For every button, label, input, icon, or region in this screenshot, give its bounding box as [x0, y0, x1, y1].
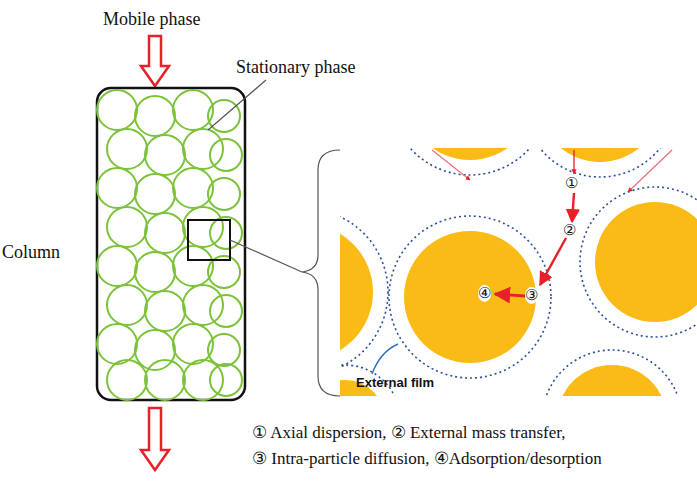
bead — [183, 285, 223, 325]
bead — [210, 139, 242, 171]
bead — [210, 217, 242, 249]
bead — [145, 360, 185, 400]
bead — [97, 324, 137, 364]
bead — [173, 90, 213, 130]
bead — [173, 168, 213, 208]
bead — [208, 178, 240, 210]
flow-arrow — [141, 36, 169, 86]
bead — [173, 324, 213, 364]
legend-text: ① Axial dispersion, ② External mass tran… — [252, 424, 566, 443]
callout-label: External film — [356, 376, 434, 390]
zoom-panel — [340, 148, 697, 396]
column-body — [97, 88, 245, 400]
phase-label: Stationary phase — [236, 58, 355, 78]
part-label: Column — [2, 243, 60, 263]
bead — [97, 168, 137, 208]
leader-line — [208, 80, 266, 130]
bead — [145, 291, 185, 331]
bead — [107, 360, 147, 400]
bead — [210, 364, 242, 396]
bead — [208, 334, 240, 366]
bead — [145, 213, 185, 253]
bead — [107, 207, 147, 247]
bead — [107, 285, 147, 325]
bead — [97, 90, 137, 130]
zoom-bracket — [302, 150, 340, 396]
bead — [135, 330, 175, 370]
packed-beads — [97, 90, 242, 400]
callout-number: ① — [565, 175, 578, 192]
zoom-square — [188, 220, 230, 260]
bead — [107, 129, 147, 169]
phase-label: Mobile phase — [103, 10, 200, 30]
callout-number: ③ — [525, 287, 538, 304]
flow-arrow — [141, 408, 169, 470]
zoom-line — [230, 240, 302, 272]
bead — [97, 246, 137, 286]
bead — [145, 135, 185, 175]
bead — [183, 129, 223, 169]
bead — [135, 252, 175, 292]
callout-number: ② — [563, 222, 576, 239]
bead — [173, 246, 213, 286]
legend-text: ③ Intra-particle diffusion, ④Adsorption/… — [252, 450, 602, 469]
bead — [210, 295, 242, 327]
bead — [135, 174, 175, 214]
callout-number: ④ — [478, 285, 491, 302]
bead — [135, 96, 175, 136]
